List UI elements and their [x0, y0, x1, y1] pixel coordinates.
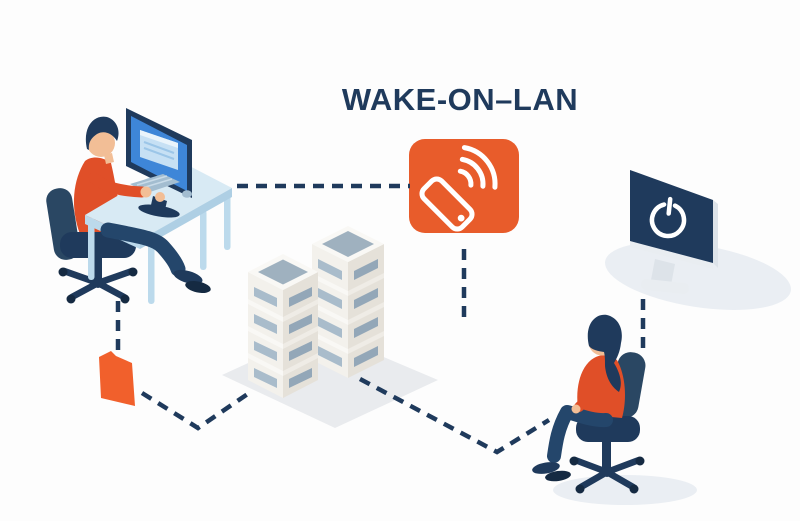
shoe — [185, 280, 211, 294]
shoe — [532, 462, 560, 474]
remote-monitor — [605, 170, 791, 310]
connectors — [115, 183, 646, 455]
wol-app-icon — [409, 139, 519, 233]
monitor-stand-base — [640, 279, 689, 294]
monitor-side-rim — [713, 200, 718, 268]
admin-arm — [88, 172, 165, 202]
power-icon — [649, 196, 687, 239]
server-segment-rims — [312, 273, 384, 354]
chair-base — [569, 456, 645, 494]
chair-pole — [602, 442, 611, 470]
server-racks — [222, 226, 438, 428]
user-legs — [532, 405, 613, 482]
monitor-foot — [138, 204, 180, 218]
hand — [155, 192, 165, 202]
page-title: WAKE-ON–LAN — [341, 82, 579, 117]
chair-base — [58, 267, 138, 304]
hair — [85, 116, 119, 150]
connector-folder-to-servers — [140, 389, 254, 431]
monitor-shadow — [605, 242, 791, 310]
desk-leg — [224, 192, 231, 250]
hair — [587, 314, 622, 392]
folder-icon — [99, 351, 135, 406]
signal-waves-icon — [457, 145, 498, 190]
shoe — [173, 269, 203, 285]
server-tower-front — [248, 254, 318, 398]
person-remote-user — [532, 314, 625, 482]
mouse — [182, 190, 192, 198]
hand — [140, 186, 152, 198]
server-tower-back — [312, 226, 384, 378]
desktop-monitor — [126, 108, 192, 218]
shoe — [545, 470, 571, 482]
server-top-panel — [258, 259, 308, 285]
server-vents — [254, 287, 312, 388]
server-top-panel — [322, 231, 374, 257]
desk-right-edge — [140, 188, 232, 249]
monitor-screen — [630, 170, 713, 263]
remote-user — [532, 314, 697, 505]
admin-legs — [100, 222, 211, 294]
hand — [571, 404, 581, 414]
user-arm — [571, 369, 606, 414]
app-window-lines — [143, 141, 175, 160]
chair-pole — [93, 256, 102, 284]
server-vents — [318, 259, 378, 367]
monitor-stand-neck — [651, 259, 675, 285]
desk-leg — [148, 242, 155, 304]
server-segment-rims — [248, 299, 318, 376]
admin-workstation — [46, 108, 232, 304]
phone-icon — [419, 176, 475, 232]
desk-leg — [200, 210, 207, 270]
monitor-bottom-rim — [630, 241, 713, 269]
connector-servers-to-user — [358, 377, 551, 455]
desk-leg — [88, 218, 95, 280]
app-window-header — [140, 130, 178, 148]
office-chair-seat — [58, 232, 138, 304]
